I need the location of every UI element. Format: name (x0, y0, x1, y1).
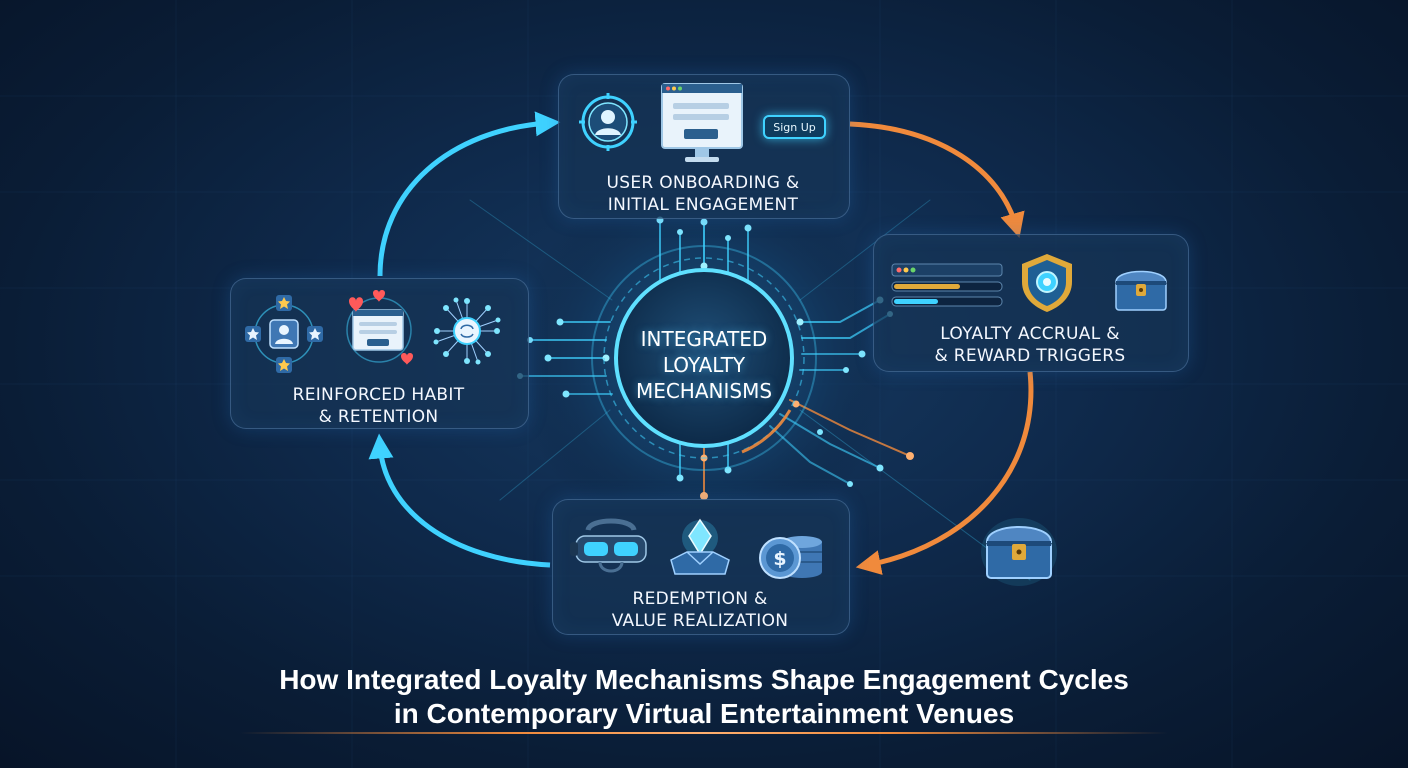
treasure-chest-icon (981, 518, 1057, 586)
gem-hand-icon (670, 518, 730, 575)
arrow-accrual-to-redemption (855, 371, 1034, 575)
star-avatar-icon (245, 295, 323, 373)
stage-label-onboarding: USER ONBOARDING & INITIAL ENGAGEMENT (606, 173, 800, 215)
title-underline (240, 732, 1168, 734)
progress-bars-icon (891, 263, 1003, 307)
shield-icon (1022, 254, 1072, 312)
monitor-form-icon (661, 83, 743, 162)
svg-text:$: $ (773, 548, 786, 570)
vr-headset-icon (570, 518, 647, 573)
treasure-chest-icon (1115, 270, 1167, 311)
hub-core (614, 268, 794, 448)
stage-label-redemption: REDEMPTION & VALUE REALIZATION (611, 589, 789, 631)
coin-stack-icon: $ (759, 536, 822, 579)
arrow-retention-to-onboarding (377, 111, 561, 277)
arrow-onboarding-to-accrual (849, 121, 1025, 239)
hub-label: INTEGRATED LOYALTY MECHANISMS (635, 327, 773, 403)
diagram-title: How Integrated Loyalty Mechanisms Shape … (279, 664, 1129, 729)
user-target-icon (579, 93, 637, 151)
stage-label-accrual: LOYALTY ACCRUAL & & REWARD TRIGGERS (934, 324, 1126, 366)
neural-brain-icon (433, 297, 501, 365)
stage-label-retention: REINFORCED HABIT & RETENTION (292, 385, 465, 427)
sign-up-button[interactable]: Sign Up (763, 115, 826, 139)
heart-form-icon (346, 290, 413, 365)
arrow-redemption-to-retention (368, 433, 551, 568)
